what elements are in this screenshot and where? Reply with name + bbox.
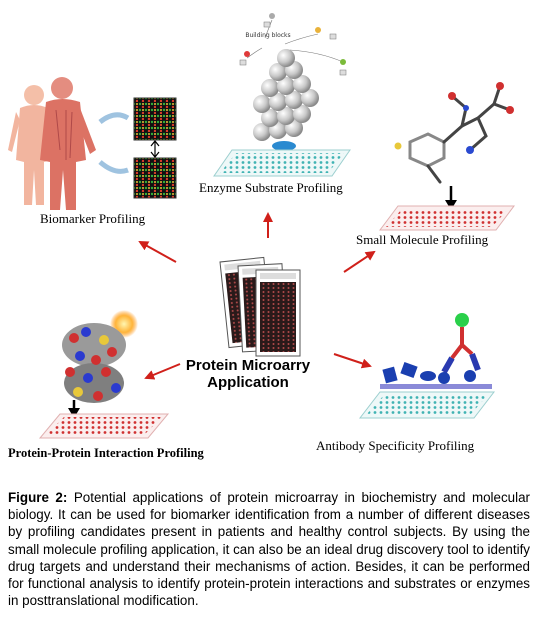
antibody-icon [450, 327, 474, 360]
peptide-sphere-cluster [253, 49, 319, 141]
arrow-to-array-top [98, 112, 130, 125]
arrow-to-array-bottom [98, 160, 129, 174]
protein-protein-illustration [38, 310, 170, 439]
molecule-stick-model [408, 84, 512, 184]
protein-complex-spheres [62, 323, 126, 403]
microarray-bottom [133, 157, 177, 199]
microarray-top [133, 97, 177, 141]
building-block-icons [239, 13, 347, 76]
caption-text: Potential applications of protein microa… [8, 490, 530, 609]
center-title: Protein Microarry Application [178, 357, 318, 391]
antibody-label-dot [455, 313, 469, 327]
enzyme-substrate-label: Enzyme Substrate Profiling [199, 180, 343, 195]
biomarker-illustration [8, 77, 177, 210]
antibody-substrate-bar [380, 384, 492, 389]
arrow-to-protein-protein [144, 363, 181, 380]
arrow-to-small-molecule [343, 250, 376, 273]
connector-arrows [138, 212, 376, 380]
figure: Building blocks [8, 13, 515, 460]
small-molecule-label: Small Molecule Profiling [356, 232, 489, 247]
microarray-slides-center [219, 256, 301, 357]
arrow-to-biomarker [138, 241, 177, 263]
figure-caption: Figure 2: Potential applications of prot… [8, 489, 530, 609]
arrow-to-antibody [333, 353, 372, 369]
human-body-icon [8, 77, 96, 210]
center-title-line1: Protein Microarry [185, 357, 311, 374]
building-blocks-label: Building blocks [245, 32, 290, 39]
antibody-specificity-label: Antibody Specificity Profiling [316, 438, 475, 453]
enzyme-illustration: Building blocks [213, 13, 351, 177]
small-molecule-illustration [379, 82, 515, 231]
antigen-shapes [382, 361, 476, 384]
substrate-anchor [272, 141, 296, 151]
protein-protein-label: Protein-Protein Interaction Profiling [8, 446, 204, 460]
center-title-line2: Application [207, 374, 289, 391]
caption-prefix: Figure 2: [8, 490, 68, 505]
antibody-illustration [358, 313, 496, 419]
diagram-canvas: Building blocks [8, 13, 515, 439]
biomarker-label: Biomarker Profiling [40, 211, 146, 226]
